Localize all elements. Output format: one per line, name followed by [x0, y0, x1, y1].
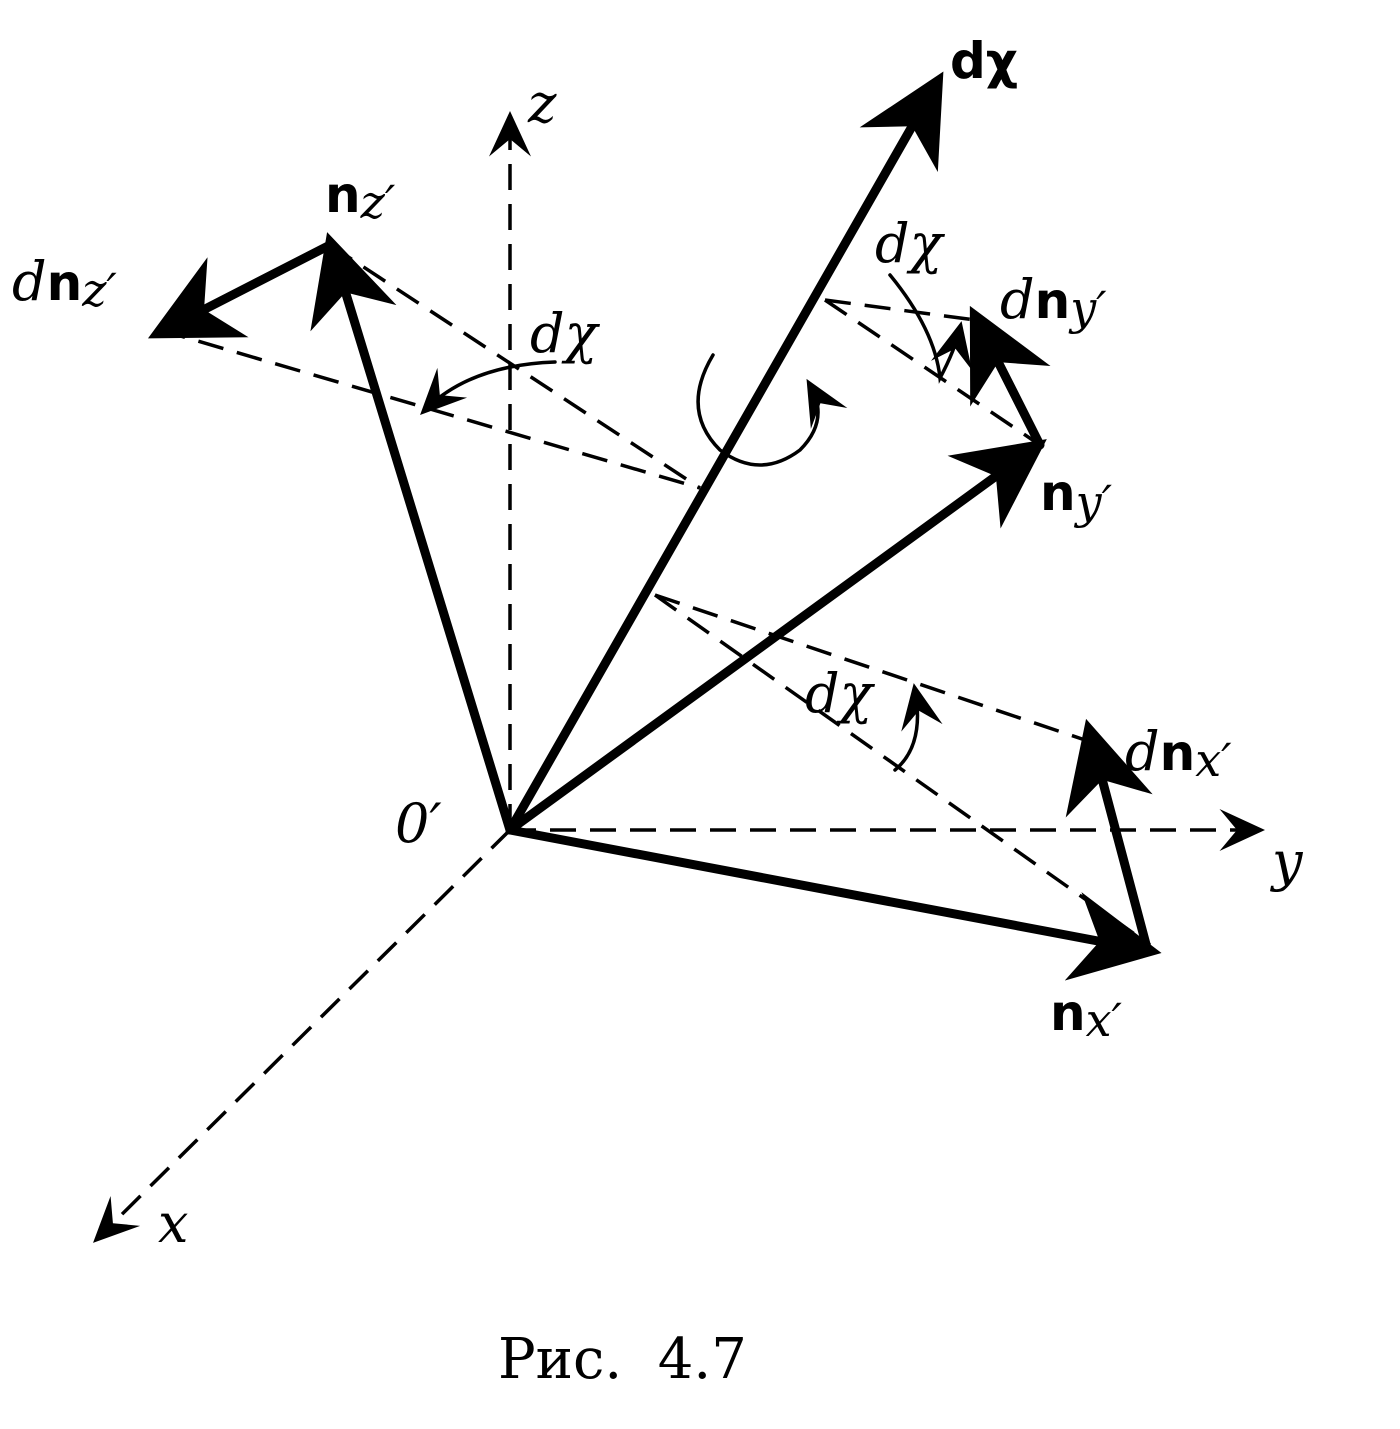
- angle-arc-y: [888, 273, 972, 384]
- n-z-vector: [310, 232, 515, 835]
- d-chi-vector: [505, 71, 944, 835]
- angle-label-y: dχ: [875, 212, 946, 275]
- x-axis-label: x: [158, 1192, 188, 1255]
- vectors: [147, 71, 1162, 981]
- angle-arcs: [420, 273, 972, 772]
- labels: dχ z y x 0′ nz′ dnz′ dχ dχ dny′ ny′ dχ: [12, 32, 1304, 1392]
- n-z-label: nz′: [325, 166, 396, 229]
- dn-y-vector: [969, 305, 1051, 450]
- angle-arc-x: [893, 683, 943, 772]
- x-axis: [93, 828, 512, 1243]
- dn-z-vector: [147, 240, 335, 339]
- angle-label-z: dχ: [530, 302, 601, 365]
- z-axis-label: z: [527, 72, 557, 135]
- dn-x-vector: [1065, 718, 1153, 953]
- angle-label-x: dχ: [805, 662, 876, 725]
- d-chi-label: dχ: [950, 32, 1018, 90]
- n-x-label: nx′: [1050, 984, 1123, 1047]
- dn-y-label: dny′: [1000, 268, 1107, 335]
- n-y-label: ny′: [1040, 464, 1113, 529]
- figure-caption: Рис. 4.7: [498, 1327, 747, 1392]
- origin-label: 0′: [395, 792, 442, 855]
- angle-arc-z: [420, 360, 557, 415]
- dn-x-label: dnx′: [1125, 720, 1232, 787]
- n-x-vector: [505, 825, 1162, 981]
- construction-lines: [159, 243, 1152, 947]
- y-axis-label: y: [1270, 830, 1304, 893]
- rotation-arc: [696, 353, 848, 467]
- n-y-vector: [505, 439, 1047, 835]
- dn-z-label: dnz′: [12, 250, 117, 317]
- axes: [93, 111, 1265, 1243]
